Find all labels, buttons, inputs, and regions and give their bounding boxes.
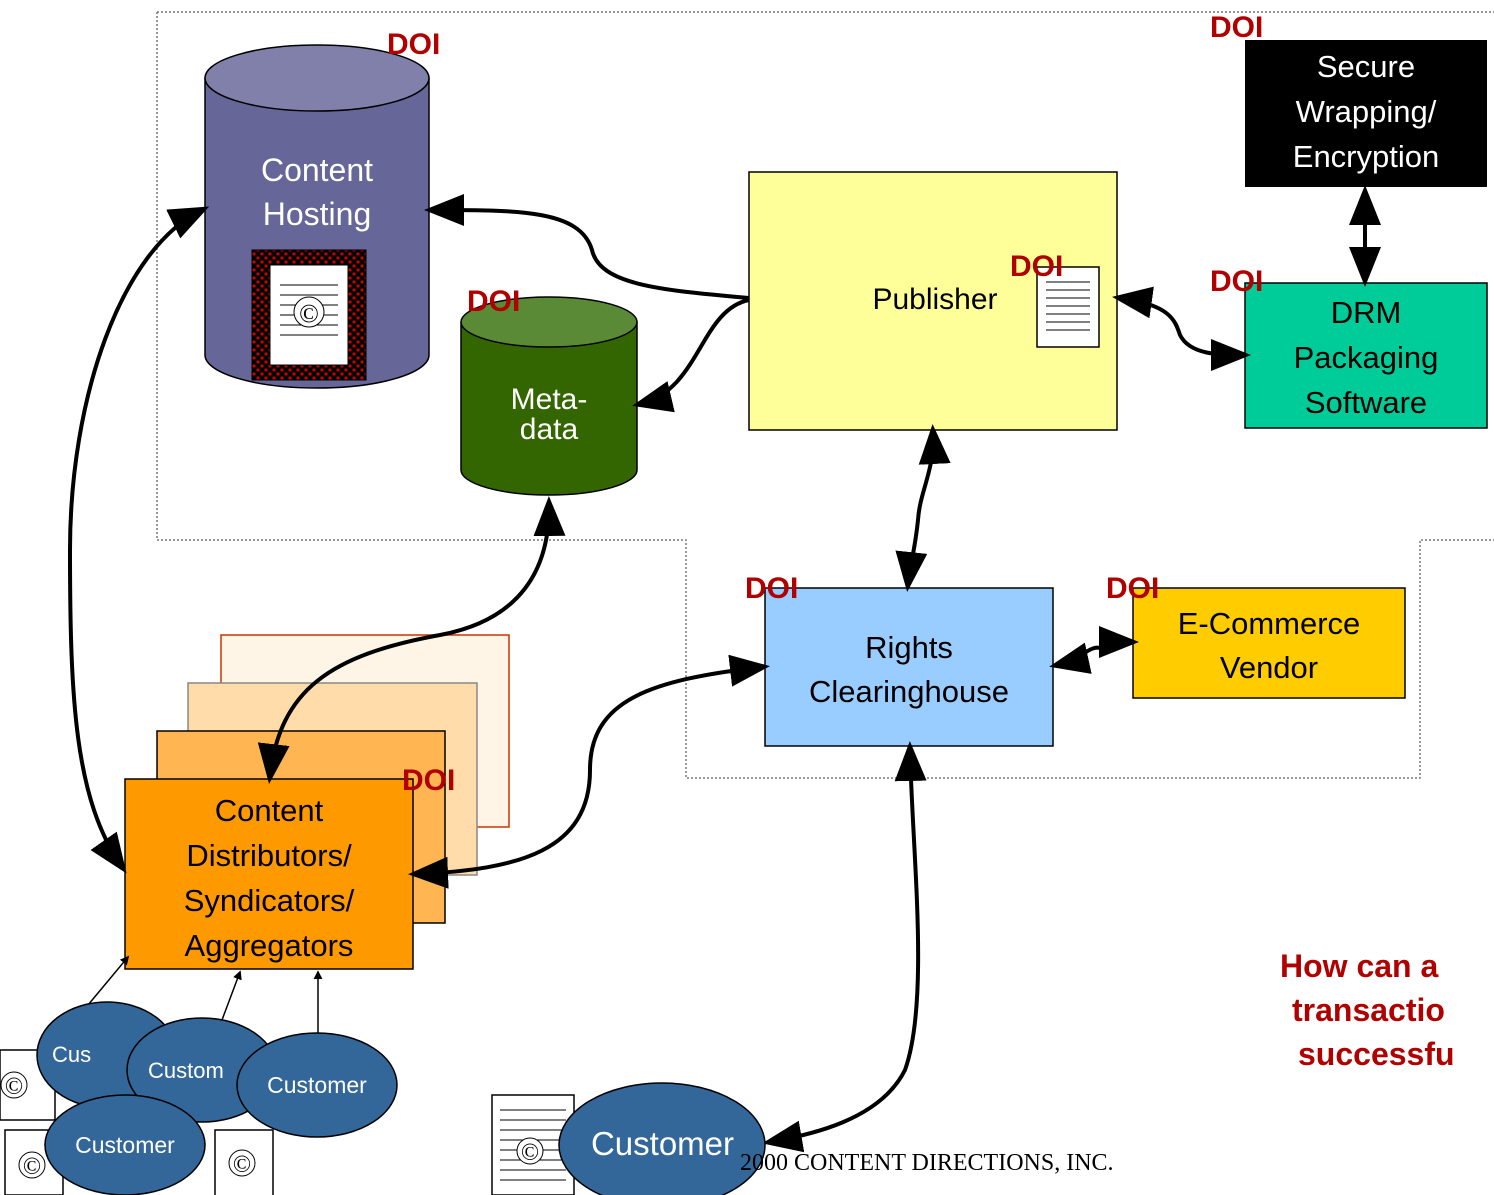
secure-wrapping-box [1245, 40, 1487, 187]
customer-small-label-4: Customer [267, 1072, 367, 1098]
main-customer-label: Customer [590, 1125, 735, 1162]
customer-arrow-1 [87, 955, 130, 1006]
rights-ecommerce-arrow [1049, 626, 1139, 674]
secure-wrapping-label: Secure Wrapping/ Encryption [1292, 49, 1440, 174]
question-text: How can a transactio successfu [1280, 948, 1455, 1072]
rights-distributors-arrow [408, 654, 770, 889]
customer-small-label-1: Cus [52, 1042, 92, 1067]
doi-label-secure-wrapping: DOI [1210, 11, 1264, 44]
publisher-rights-arrow [895, 424, 951, 592]
customer-document-icon-3: © [214, 1129, 274, 1195]
publisher-drm-arrow [1112, 286, 1251, 371]
copyright-footer: 2000 CONTENT DIRECTIONS, INC. [740, 1150, 1114, 1176]
drm-box [1244, 282, 1488, 429]
doi-label-publisher: DOI [1010, 250, 1064, 283]
metadata-distributors-arrow [257, 496, 566, 784]
main-customer-ellipse [558, 1082, 766, 1195]
rights-label: Rights Clearinghouse [809, 630, 1009, 709]
metadata-label: Meta- data [510, 383, 588, 446]
publisher-to-hosting-arrow [424, 194, 750, 300]
hosting-distributors-arrow [67, 206, 210, 874]
ecommerce-box [1132, 587, 1406, 699]
distributors-label: Content Distributors/ Syndicators/ Aggre… [183, 793, 355, 963]
doi-label-drm: DOI [1210, 265, 1264, 298]
customer-small-label-2: Custom [148, 1058, 224, 1083]
rights-box [764, 587, 1054, 747]
customer-small-label-3: Customer [75, 1132, 175, 1158]
doi-label-content-hosting: DOI [387, 28, 441, 61]
svg-text:©: © [299, 299, 319, 328]
svg-text:©: © [23, 1154, 41, 1180]
main-customer-document-icon: © [491, 1094, 575, 1195]
customer-ellipse-4 [236, 1032, 398, 1138]
content-hosting-label: Content Hosting [260, 152, 374, 232]
doi-label-distributors: DOI [402, 764, 456, 797]
doi-label-rights: DOI [745, 572, 799, 605]
customer-arrow-2 [221, 970, 242, 1021]
publisher-document-icon [1036, 266, 1100, 348]
metadata-cylinder [460, 296, 638, 496]
rights-customer-arrow [762, 741, 927, 1153]
doi-label-ecommerce: DOI [1106, 572, 1160, 605]
publisher-to-metadata-arrow [632, 298, 750, 413]
ecommerce-label: E-Commerce Vendor [1177, 606, 1361, 685]
svg-text:©: © [521, 1140, 539, 1166]
publisher-label: Publisher [872, 283, 998, 316]
customer-ellipse-3 [44, 1094, 206, 1195]
drm-label: DRM Packaging Software [1293, 295, 1439, 420]
svg-text:©: © [5, 1074, 23, 1100]
svg-text:©: © [233, 1152, 251, 1178]
hosted-document-icon: © [251, 249, 367, 381]
doi-label-metadata: DOI [467, 285, 521, 318]
